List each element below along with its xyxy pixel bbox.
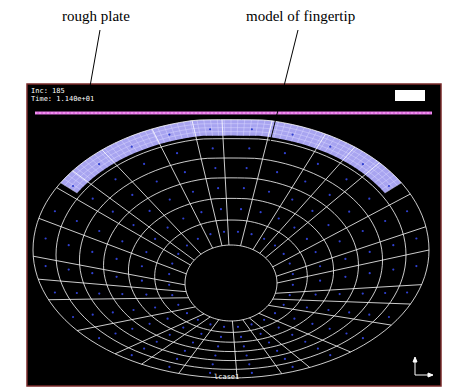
screen-text: lcase1 [214, 374, 239, 381]
fingertip-mesh [33, 120, 429, 378]
rough-plate-texture [35, 113, 432, 114]
element-markers [45, 128, 418, 374]
rough-plate-line [35, 112, 432, 115]
element-lines [33, 120, 429, 378]
screen-frame [27, 84, 441, 386]
part-label: model of fingertip [246, 8, 355, 25]
logo-box [395, 90, 425, 101]
leader-line [268, 30, 298, 150]
axis-triad [413, 357, 433, 377]
screen-text: Time: 1.140e+01 [31, 96, 94, 103]
contact-region [61, 120, 402, 193]
screen-background [27, 84, 441, 386]
part-label: rough plate [62, 8, 130, 25]
screen-text: Inc: 185 [31, 88, 65, 95]
contact-mesh [61, 120, 402, 193]
